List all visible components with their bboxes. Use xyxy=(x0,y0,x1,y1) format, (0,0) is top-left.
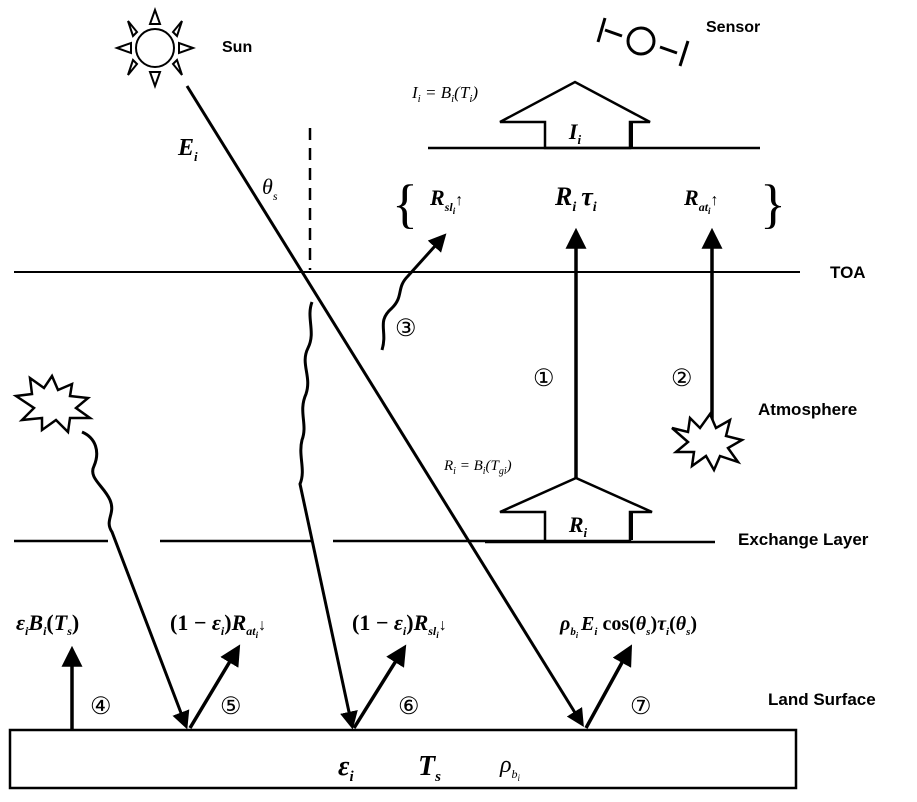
left-brace: { xyxy=(392,174,418,234)
reflected-solar-diffuse-arrow xyxy=(352,644,407,729)
reflected-direct-solar-arrow xyxy=(584,644,633,729)
toa-label: TOA xyxy=(830,263,866,282)
path-6-label: ⑥ xyxy=(398,694,420,720)
surface-radiance-symbol: Ri xyxy=(568,512,588,540)
reflected-direct-solar-term: ρbiEi cos(θs)τi(θs) xyxy=(559,613,697,640)
atmospheric-upwelling-term: Rati↑ xyxy=(683,185,719,216)
surface-radiance-block-arrow xyxy=(499,476,653,543)
path-5-label: ⑤ xyxy=(220,694,242,720)
path-7-label: ⑦ xyxy=(630,694,652,720)
surface-emissivity-symbol: εi xyxy=(338,751,354,785)
downwelling-atmospheric-arrow xyxy=(81,430,190,730)
atmosphere-label: Atmosphere xyxy=(758,400,857,419)
path-3-label: ③ xyxy=(395,316,417,342)
toa-radiance-block-arrow xyxy=(499,80,651,150)
atmosphere-emission-burst-icon xyxy=(671,411,746,473)
land-surface-box xyxy=(8,728,798,790)
path-2-label: ② xyxy=(671,366,693,392)
surface-temperature-symbol: Ts xyxy=(418,751,441,785)
path-4-label: ④ xyxy=(90,694,112,720)
reflected-solar-term: Rsli↑ xyxy=(429,185,463,216)
sun-label: Sun xyxy=(222,39,252,56)
solar-zenith-angle-symbol: θs xyxy=(262,174,278,203)
surface-bidirectional-reflectance-symbol: ρbi xyxy=(499,752,521,783)
reflected-solar-diffuse-term: (1 − εi)Rsli↓ xyxy=(352,610,447,640)
surface-radiance-equation: Ri = Bi(Tgi) xyxy=(443,458,512,477)
sensor-equation: Ii = Bi(Ti) xyxy=(411,83,478,105)
sun-icon xyxy=(114,7,196,89)
downwelling-atmosphere-burst-icon xyxy=(12,373,94,435)
sensor-icon xyxy=(596,17,690,67)
solar-irradiance-symbol: Ei xyxy=(177,135,198,164)
surface-emission-term: εiBi(Ts) xyxy=(16,610,79,638)
reflected-solar-path-arrow xyxy=(380,233,447,351)
solar-irradiance-arrow xyxy=(185,85,584,728)
reflected-atmospheric-arrow xyxy=(188,644,241,729)
toa-radiance-symbol: Ii xyxy=(568,119,582,147)
land-surface-label: Land Surface xyxy=(768,690,876,709)
right-brace: } xyxy=(760,174,786,234)
reflected-atmospheric-term: (1 − εi)Rati↓ xyxy=(170,610,266,640)
downwelling-solar-diffuse-arrow xyxy=(298,301,358,730)
exchange-layer-label: Exchange Layer xyxy=(738,530,869,549)
path-1-label: ① xyxy=(533,366,555,392)
sensor-label: Sensor xyxy=(706,19,760,36)
